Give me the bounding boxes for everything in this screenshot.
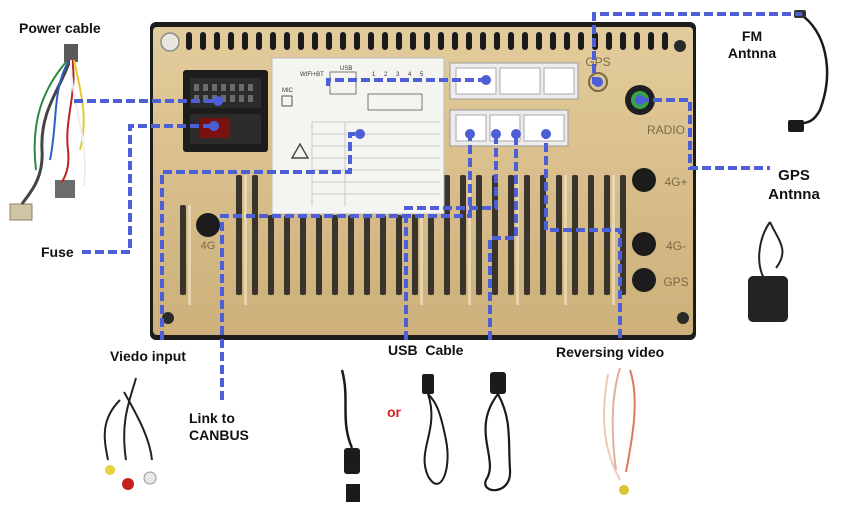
sticker-text-2: 2 <box>384 72 388 78</box>
screw-bottom-right <box>677 312 689 324</box>
upper-white-connectors <box>449 62 579 100</box>
sticker-text-4: 4 <box>408 72 412 78</box>
label-fm-line2: Antnna <box>727 45 777 61</box>
connector-line-endpoints <box>209 75 645 139</box>
connector-line-reversing <box>544 134 622 338</box>
4g-minus-port <box>632 232 656 256</box>
label-usb-cable: USB Cable <box>388 342 464 358</box>
label-canbus-line2: CANBUS <box>189 427 249 443</box>
sticker-text-5: 5 <box>420 72 424 78</box>
sticker-text-1: 1 <box>372 72 376 78</box>
fm-antenna-cable <box>788 10 829 132</box>
label-canbus-line1: Link to <box>189 410 235 426</box>
top-vent-slots <box>186 32 668 50</box>
gps-antenna-module <box>748 221 788 322</box>
label-fm-line1: FM <box>741 28 763 44</box>
label-video-input: Viedo input <box>110 348 186 364</box>
label-or: or <box>387 404 401 420</box>
connector-line-usb <box>404 134 498 340</box>
usb-cable-option-3 <box>484 372 512 492</box>
reversing-video-cable <box>603 367 636 495</box>
sticker-text-usb: USB <box>340 66 352 72</box>
connector-line-fuse <box>82 124 214 254</box>
connector-line-sticker-link <box>326 78 486 86</box>
label-gps-antenna: GPS Antnna <box>756 166 832 204</box>
port-label-4g-left: 4G <box>201 240 216 252</box>
4g-left-port <box>196 213 220 237</box>
sticker-text-mic: MIC <box>282 88 294 94</box>
label-power-cable: Power cable <box>19 20 101 36</box>
label-canbus: Link to CANBUS <box>189 410 249 444</box>
label-fuse: Fuse <box>41 244 74 260</box>
video-input-rca-cable <box>103 377 157 490</box>
head-unit-back-panel: WIFI+BT USB MIC 1 2 3 4 5 <box>150 22 696 340</box>
connector-line-canbus <box>220 134 472 400</box>
usb-cable-option-1 <box>340 369 360 502</box>
label-gps-line1: GPS <box>778 167 810 184</box>
connector-line-video-input <box>160 132 360 340</box>
port-label-gps-top: GPS <box>585 55 610 69</box>
screw-top-left <box>160 32 180 52</box>
port-label-4g-minus: 4G- <box>666 239 686 253</box>
sticker-text-wifi-bt: WIFI+BT <box>300 72 324 78</box>
port-label-4g-plus: 4G+ <box>664 175 687 189</box>
screw-bottom-left <box>162 312 174 324</box>
power-cable-harness <box>9 44 87 221</box>
label-fm-antenna: FM Antnna <box>722 28 782 62</box>
label-gps-line2: Antnna <box>768 186 820 203</box>
label-reversing-video: Reversing video <box>556 344 665 360</box>
lower-white-connectors <box>449 109 569 147</box>
4g-plus-port <box>632 168 656 192</box>
port-label-gps: GPS <box>663 275 688 289</box>
screw-top-right <box>674 40 686 52</box>
power-connector-block <box>183 70 268 152</box>
sticker-text-3: 3 <box>396 72 400 78</box>
gps-port <box>632 268 656 292</box>
port-label-radio: RADIO <box>647 123 685 137</box>
connector-line-gps <box>640 98 770 170</box>
usb-cable-option-2 <box>422 374 449 485</box>
